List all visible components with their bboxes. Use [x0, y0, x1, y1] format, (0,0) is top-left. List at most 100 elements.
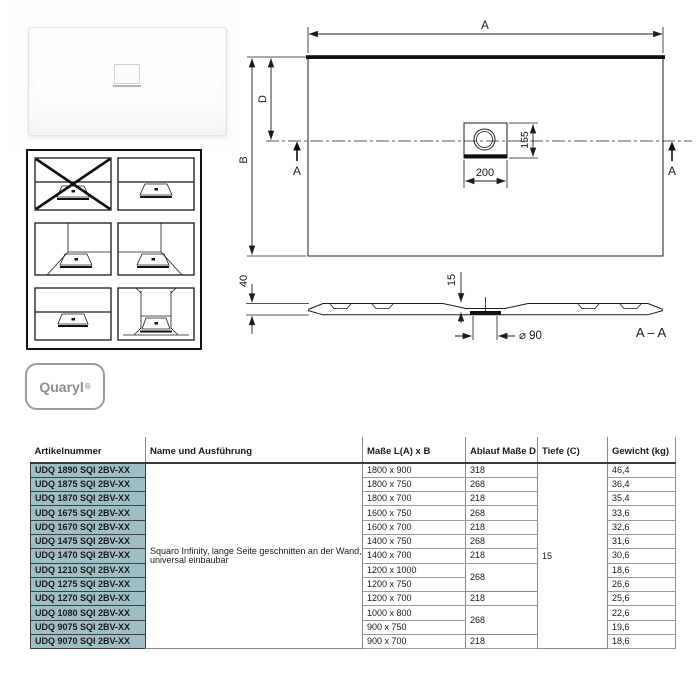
- artikelnummer-cell: UDQ 1475 SQI 2BV-XX: [30, 533, 146, 550]
- masse-cell: 1400 x 700: [362, 548, 466, 564]
- masse-cell: 1600 x 750: [362, 505, 466, 521]
- ablauf-cell: 318: [465, 463, 538, 478]
- table-header-row: Artikelnummer Name und Ausführung Maße L…: [30, 437, 676, 464]
- gewicht-cell: 35,4: [607, 491, 676, 507]
- section-arrow-left: A: [293, 141, 301, 178]
- ablauf-cell: 268: [465, 477, 538, 493]
- artikelnummer-cell: UDQ 1210 SQI 2BV-XX: [30, 562, 146, 578]
- table-row: UDQ 1080 SQI 2BV-XX 1000 x 800 268 22,6: [30, 605, 676, 636]
- shower-tray-image: [28, 27, 227, 136]
- table-row: UDQ 9070 SQI 2BV-XX 900 x 700 218 18,6: [30, 634, 676, 650]
- ablauf-cell-merged: 268: [465, 605, 538, 636]
- gewicht-cell: 46,4: [607, 463, 676, 478]
- masse-cell: 1800 x 750: [362, 477, 466, 493]
- masse-cell: 1200 x 700: [362, 591, 466, 607]
- install-option-long-wall-icon: [117, 157, 195, 211]
- section-arrow-label-right: A: [668, 164, 676, 178]
- dim-label-40: 40: [238, 275, 250, 287]
- drain-cover: [114, 64, 140, 84]
- drain-unit: [463, 122, 508, 159]
- ablauf-cell: 218: [465, 520, 538, 535]
- dim-label-a: A: [481, 20, 489, 32]
- artikelnummer-cell: UDQ 1080 SQI 2BV-XX: [30, 605, 146, 621]
- section-name-label: A – A: [636, 325, 667, 340]
- installation-options-grid: [26, 149, 202, 350]
- artikelnummer-cell: UDQ 1875 SQI 2BV-XX: [30, 476, 146, 493]
- col-header-gewicht: Gewicht (kg): [607, 437, 676, 464]
- plan-drawing: A B D A A 155 200: [238, 20, 692, 257]
- ablauf-cell: 218: [465, 634, 538, 650]
- install-option-corner-right-icon: [117, 222, 195, 276]
- col-header-name: Name und Ausführung: [145, 437, 363, 464]
- artikelnummer-cell: UDQ 1890 SQI 2BV-XX: [30, 462, 146, 478]
- install-option-wall-icon: [34, 287, 112, 341]
- gewicht-cell: 22,6: [607, 605, 676, 621]
- gewicht-cell: 18,6: [607, 634, 676, 650]
- ablauf-cell: 268: [465, 534, 538, 550]
- gewicht-cell: 31,6: [607, 534, 676, 550]
- drain-section-edge: [470, 311, 501, 315]
- masse-cell: 1400 x 750: [362, 534, 466, 550]
- registered-mark: ®: [84, 382, 91, 391]
- spec-table: Artikelnummer Name und Ausführung Maße L…: [30, 437, 676, 650]
- table-row: UDQ 1890 SQI 2BV-XX Squaro Infinity, lan…: [30, 462, 676, 650]
- gewicht-cell: 36,4: [607, 477, 676, 493]
- dim-label-15: 15: [446, 274, 458, 286]
- gewicht-cell: 33,6: [607, 505, 676, 521]
- dim-label-200: 200: [476, 167, 494, 179]
- artikelnummer-cell: UDQ 1275 SQI 2BV-XX: [30, 576, 146, 593]
- install-option-corner-left-icon: [34, 222, 112, 276]
- masse-cell: 1200 x 1000: [362, 563, 466, 578]
- table-row: UDQ 1875 SQI 2BV-XX 1800 x 750 268 36,4: [30, 476, 676, 493]
- artikelnummer-cell: UDQ 9075 SQI 2BV-XX: [30, 619, 146, 636]
- artikelnummer-cell: UDQ 9070 SQI 2BV-XX: [30, 634, 146, 650]
- dim-label-b: B: [238, 156, 250, 163]
- dim-label-d: D: [257, 95, 269, 103]
- table-row: UDQ 1210 SQI 2BV-XX 1200 x 1000 268 18,6: [30, 562, 676, 593]
- table-row: UDQ 1270 SQI 2BV-XX 1200 x 700 218 25,6: [30, 591, 676, 607]
- wall-cut-edge: [306, 55, 665, 59]
- section-drawing: 40 15 ⌀ 90 A – A: [238, 272, 667, 342]
- dim-label-155: 155: [519, 131, 531, 149]
- masse-cell: 900 x 750: [362, 620, 466, 636]
- masse-cell: 1800 x 700: [362, 491, 466, 507]
- ablauf-cell: 268: [465, 505, 538, 521]
- artikelnummer-cell: UDQ 1270 SQI 2BV-XX: [30, 591, 146, 607]
- gewicht-cell: 26,6: [607, 577, 676, 593]
- col-header-ablauf: Ablauf Maße D: [465, 437, 538, 464]
- quaryl-label: Quaryl: [39, 378, 84, 395]
- gewicht-cell: 30,6: [607, 548, 676, 564]
- artikelnummer-cell: UDQ 1470 SQI 2BV-XX: [30, 548, 146, 564]
- col-header-tiefe: Tiefe (C): [537, 437, 608, 464]
- quaryl-badge: Quaryl®: [25, 363, 105, 410]
- gewicht-cell: 25,6: [607, 591, 676, 607]
- dim-label-diameter-90: ⌀ 90: [519, 330, 542, 342]
- masse-cell: 1000 x 800: [362, 605, 466, 621]
- drain-shadow: [113, 85, 141, 87]
- gewicht-cell: 18,6: [607, 563, 676, 578]
- tray-profile: [307, 297, 664, 316]
- masse-cell: 1600 x 700: [362, 520, 466, 535]
- artikelnummer-cell: UDQ 1675 SQI 2BV-XX: [30, 505, 146, 521]
- masse-cell: 1200 x 750: [362, 577, 466, 593]
- col-header-artikelnummer: Artikelnummer: [30, 437, 146, 464]
- table-row: UDQ 1275 SQI 2BV-XX 1200 x 750 26,6: [30, 576, 676, 593]
- table-row: UDQ 1670 SQI 2BV-XX 1600 x 700 218 32,6: [30, 519, 676, 535]
- ablauf-cell-merged: 268: [465, 563, 538, 593]
- artikelnummer-cell: UDQ 1870 SQI 2BV-XX: [30, 491, 146, 507]
- tiefe-cell: 15: [537, 463, 608, 650]
- col-header-masse: Maße L(A) x B: [362, 437, 466, 464]
- section-arrow-label-left: A: [293, 164, 301, 178]
- table-row: UDQ 1870 SQI 2BV-XX 1800 x 700 218 35,4: [30, 491, 676, 507]
- name-cell: Squaro Infinity, lange Seite geschnitten…: [145, 463, 363, 650]
- gewicht-cell: 32,6: [607, 520, 676, 535]
- artikelnummer-cell: UDQ 1670 SQI 2BV-XX: [30, 519, 146, 535]
- ablauf-cell: 218: [465, 591, 538, 607]
- install-option-niche-icon: [117, 287, 195, 341]
- product-photo: [10, 5, 240, 145]
- masse-cell: 900 x 700: [362, 634, 466, 650]
- masse-cell: 1800 x 900: [362, 463, 466, 478]
- gewicht-cell: 19,6: [607, 620, 676, 636]
- ablauf-cell: 218: [465, 548, 538, 564]
- ablauf-cell: 218: [465, 491, 538, 507]
